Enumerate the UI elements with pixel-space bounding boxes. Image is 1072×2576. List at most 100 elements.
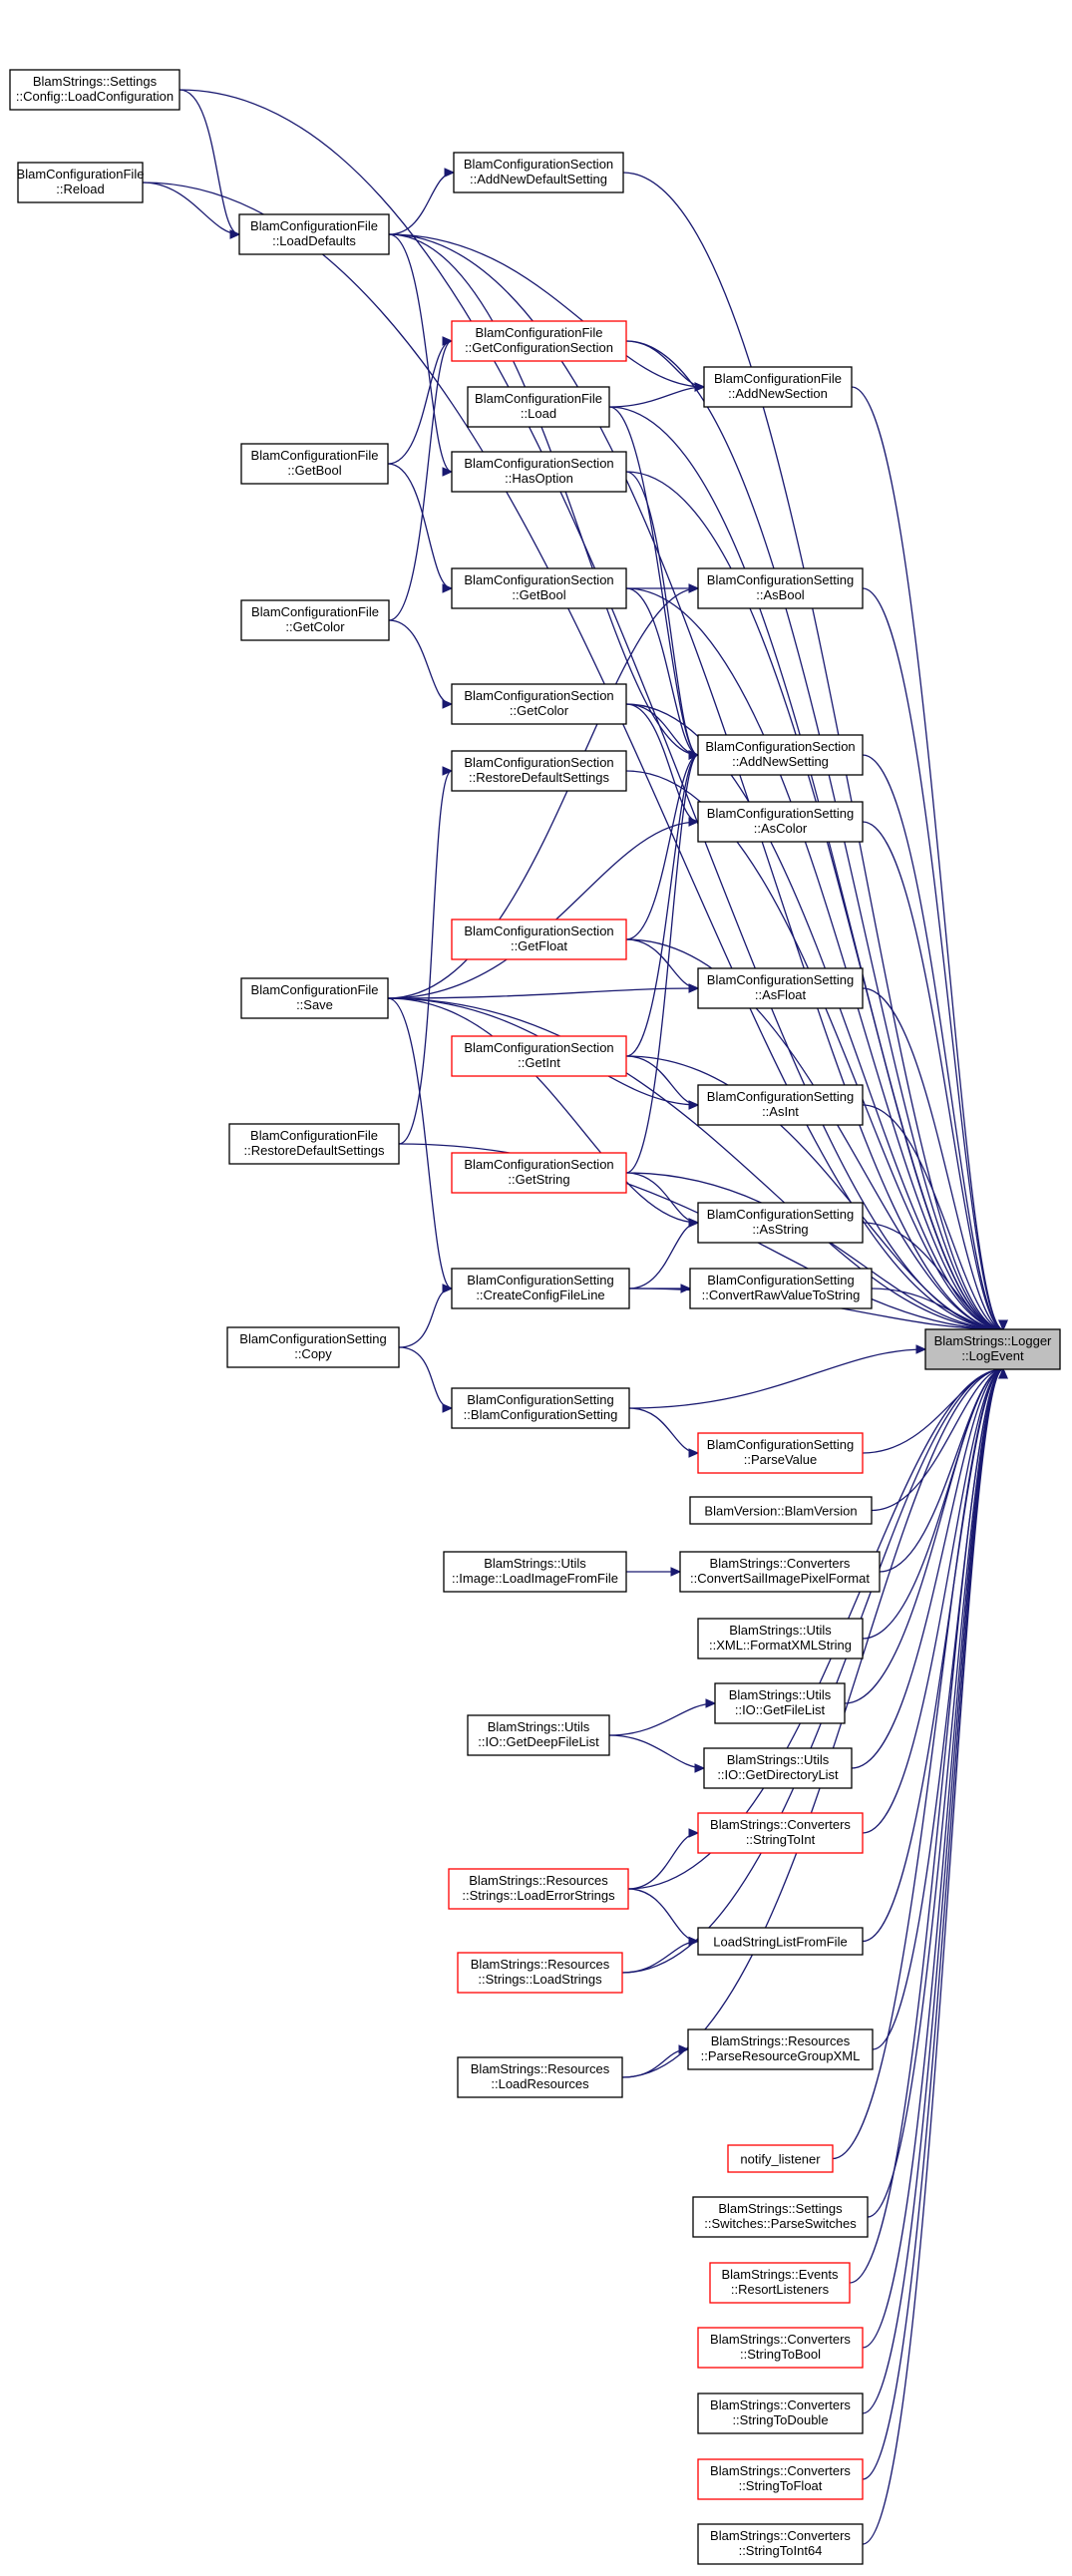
node-box[interactable] (689, 1268, 873, 1309)
node-box[interactable] (697, 2458, 864, 2500)
node-box[interactable] (467, 1714, 610, 1756)
node-convertrawvaluetostring[interactable]: BlamConfigurationSetting::ConvertRawValu… (689, 1268, 873, 1309)
node-box[interactable] (697, 1618, 864, 1659)
node-loaddefaults[interactable]: BlamConfigurationFile::LoadDefaults (238, 213, 390, 255)
node-section-getcolor[interactable]: BlamConfigurationSection::GetColor (451, 683, 627, 725)
node-box[interactable] (697, 567, 864, 609)
node-stringtoint64[interactable]: BlamStrings::Converters::StringToInt64 (697, 2523, 864, 2565)
node-getfilelist[interactable]: BlamStrings::Utils::IO::GetFileList (714, 1682, 846, 1724)
node-convertsailimagepixelformat[interactable]: BlamStrings::Converters::ConvertSailImag… (679, 1551, 881, 1593)
node-loadconfiguration[interactable]: BlamStrings::Settings::Config::LoadConfi… (9, 69, 180, 111)
node-stringtoint[interactable]: BlamStrings::Converters::StringToInt (697, 1812, 864, 1854)
node-getfloat[interactable]: BlamConfigurationSection::GetFloat (451, 919, 627, 960)
node-box[interactable] (697, 1084, 864, 1126)
node-hasoption[interactable]: BlamConfigurationSection::HasOption (451, 451, 627, 493)
node-copy[interactable]: BlamConfigurationSetting::Copy (226, 1326, 400, 1368)
node-loadstringlistfromfile[interactable]: LoadStringListFromFile (697, 1927, 864, 1956)
node-box[interactable] (709, 2262, 851, 2304)
node-getdeepfilelist[interactable]: BlamStrings::Utils::IO::GetDeepFileList (467, 1714, 610, 1756)
node-box[interactable] (697, 801, 864, 843)
node-box[interactable] (451, 567, 627, 609)
node-box[interactable] (714, 1682, 846, 1724)
node-box[interactable] (240, 599, 390, 641)
node-stringtodouble[interactable]: BlamStrings::Converters::StringToDouble (697, 2392, 864, 2434)
node-ascolor[interactable]: BlamConfigurationSetting::AsColor (697, 801, 864, 843)
node-asstring[interactable]: BlamConfigurationSetting::AsString (697, 1202, 864, 1244)
node-ctor-setting[interactable]: BlamConfigurationSetting::BlamConfigurat… (451, 1387, 630, 1429)
node-stringtofloat[interactable]: BlamStrings::Converters::StringToFloat (697, 2458, 864, 2500)
node-logevent[interactable]: BlamStrings::Logger::LogEvent (924, 1328, 1061, 1370)
node-parsevalue[interactable]: BlamConfigurationSetting::ParseValue (697, 1432, 864, 1474)
node-box[interactable] (692, 2196, 869, 2238)
node-asint[interactable]: BlamConfigurationSetting::AsInt (697, 1084, 864, 1126)
node-getstring[interactable]: BlamConfigurationSection::GetString (451, 1152, 627, 1194)
node-createconfigfileline[interactable]: BlamConfigurationSetting::CreateConfigFi… (451, 1268, 630, 1309)
node-box[interactable] (226, 1326, 400, 1368)
node-box[interactable] (17, 162, 144, 203)
node-box[interactable] (457, 1952, 623, 1994)
node-box[interactable] (448, 1868, 629, 1910)
node-box[interactable] (240, 977, 389, 1019)
node-box[interactable] (451, 919, 627, 960)
node-box[interactable] (697, 2392, 864, 2434)
node-loadresources[interactable]: BlamStrings::Resources::LoadResources (457, 2056, 623, 2098)
node-box[interactable] (689, 1496, 873, 1525)
node-box[interactable] (679, 1551, 881, 1593)
node-parseswitches[interactable]: BlamStrings::Settings::Switches::ParseSw… (692, 2196, 869, 2238)
node-box[interactable] (451, 1387, 630, 1429)
node-addnewsetting[interactable]: BlamConfigurationSection::AddNewSetting (697, 734, 864, 776)
node-box[interactable] (238, 213, 390, 255)
node-box[interactable] (697, 1927, 864, 1956)
node-box[interactable] (703, 1747, 853, 1789)
node-box[interactable] (451, 1035, 627, 1077)
node-stringtobool[interactable]: BlamStrings::Converters::StringToBool (697, 2327, 864, 2369)
node-asbool[interactable]: BlamConfigurationSetting::AsBool (697, 567, 864, 609)
node-box[interactable] (467, 386, 610, 428)
node-box[interactable] (727, 2144, 834, 2173)
node-box[interactable] (451, 1152, 627, 1194)
node-box[interactable] (687, 2028, 874, 2070)
node-box[interactable] (697, 1432, 864, 1474)
node-getdirectorylist[interactable]: BlamStrings::Utils::IO::GetDirectoryList (703, 1747, 853, 1789)
node-box[interactable] (697, 2327, 864, 2369)
node-getconfigurationsection[interactable]: BlamConfigurationFile::GetConfigurationS… (451, 320, 627, 362)
node-box[interactable] (453, 152, 624, 193)
node-box[interactable] (451, 451, 627, 493)
node-asfloat[interactable]: BlamConfigurationSetting::AsFloat (697, 967, 864, 1009)
node-box[interactable] (451, 320, 627, 362)
node-file-getcolor[interactable]: BlamConfigurationFile::GetColor (240, 599, 390, 641)
node-loadimagefromfile[interactable]: BlamStrings::Utils::Image::LoadImageFrom… (443, 1551, 627, 1593)
node-box[interactable] (443, 1551, 627, 1593)
node-box[interactable] (451, 750, 627, 792)
node-file-getbool[interactable]: BlamConfigurationFile::GetBool (240, 443, 389, 485)
node-parseresourcegroupxml[interactable]: BlamStrings::Resources::ParseResourceGro… (687, 2028, 874, 2070)
node-box[interactable] (697, 967, 864, 1009)
node-box[interactable] (457, 2056, 623, 2098)
node-reload[interactable]: BlamConfigurationFile::Reload (17, 162, 145, 203)
node-box[interactable] (924, 1328, 1061, 1370)
node-restoredefaultsettings-file[interactable]: BlamConfigurationFile::RestoreDefaultSet… (228, 1123, 400, 1165)
node-resortlisteners[interactable]: BlamStrings::Events::ResortListeners (709, 2262, 851, 2304)
node-box[interactable] (697, 1812, 864, 1854)
node-notify-listener[interactable]: notify_listener (727, 2144, 834, 2173)
node-box[interactable] (451, 1268, 630, 1309)
node-addnewdefaultsetting[interactable]: BlamConfigurationSection::AddNewDefaultS… (453, 152, 624, 193)
node-load[interactable]: BlamConfigurationFile::Load (467, 386, 610, 428)
node-box[interactable] (240, 443, 389, 485)
node-getint[interactable]: BlamConfigurationSection::GetInt (451, 1035, 627, 1077)
node-formatxmlstring[interactable]: BlamStrings::Utils::XML::FormatXMLString (697, 1618, 864, 1659)
node-addnewsection[interactable]: BlamConfigurationFile::AddNewSection (703, 366, 853, 408)
node-restoredefaultsettings-section[interactable]: BlamConfigurationSection::RestoreDefault… (451, 750, 627, 792)
node-blamversion[interactable]: BlamVersion::BlamVersion (689, 1496, 873, 1525)
node-box[interactable] (697, 2523, 864, 2565)
node-box[interactable] (9, 69, 180, 111)
node-loaderrorstrings[interactable]: BlamStrings::Resources::Strings::LoadErr… (448, 1868, 629, 1910)
node-box[interactable] (697, 1202, 864, 1244)
node-box[interactable] (451, 683, 627, 725)
node-box[interactable] (228, 1123, 400, 1165)
node-box[interactable] (697, 734, 864, 776)
node-section-getbool[interactable]: BlamConfigurationSection::GetBool (451, 567, 627, 609)
node-save[interactable]: BlamConfigurationFile::Save (240, 977, 389, 1019)
node-box[interactable] (703, 366, 853, 408)
node-loadstrings[interactable]: BlamStrings::Resources::Strings::LoadStr… (457, 1952, 623, 1994)
